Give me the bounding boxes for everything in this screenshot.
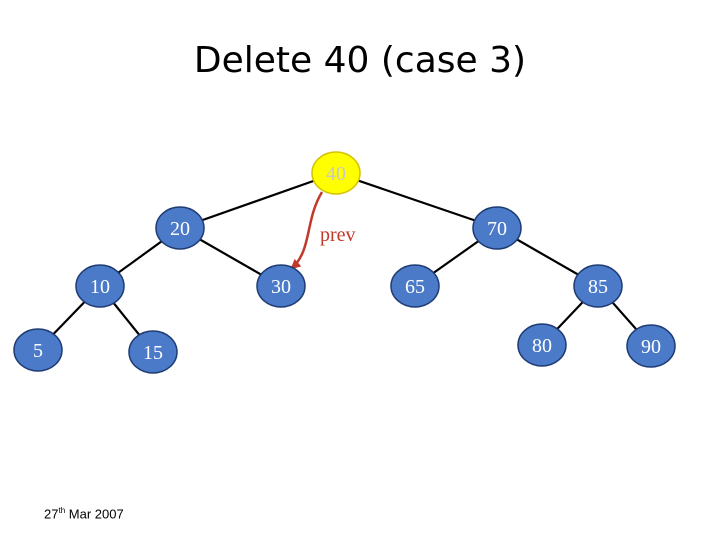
date-rest: Mar 2007 [68, 506, 124, 522]
tree-node-40: 40 [311, 151, 361, 195]
tree-node-5: 5 [13, 328, 63, 372]
prev-label: prev [320, 224, 356, 246]
node-label: 5 [33, 340, 43, 362]
node-label: 20 [170, 218, 190, 240]
tree-node-20: 20 [155, 206, 205, 250]
node-label: 10 [90, 276, 110, 298]
tree-node-65: 65 [390, 264, 440, 308]
node-circle [128, 330, 178, 374]
node-label: 70 [487, 218, 507, 240]
node-label: 15 [143, 342, 163, 364]
node-label: 30 [271, 276, 291, 298]
pointer-layer: prev [290, 191, 356, 270]
node-circle [573, 264, 623, 308]
node-circle [256, 264, 306, 308]
nodes-layer: 40 20 70 10 30 65 85 5 15 80 90 [13, 151, 676, 374]
tree-node-85: 85 [573, 264, 623, 308]
node-circle [75, 264, 125, 308]
tree-node-10: 10 [75, 264, 125, 308]
date-ordinal: th [58, 506, 66, 515]
node-circle [311, 151, 361, 195]
tree-node-70: 70 [472, 206, 522, 250]
node-circle [517, 323, 567, 367]
edge-40-20 [179, 171, 337, 230]
node-circle [155, 206, 205, 250]
date-day: 27 [44, 506, 59, 522]
slide-title: Delete 40 (case 3) [193, 40, 527, 81]
node-circle [472, 206, 522, 250]
edges-layer [37, 171, 652, 353]
prev-arrow [290, 191, 324, 270]
node-circle [390, 264, 440, 308]
edge-40-70 [335, 171, 498, 230]
node-label: 65 [405, 276, 425, 298]
node-label: 90 [641, 336, 661, 358]
tree-node-80: 80 [517, 323, 567, 367]
node-label: 40 [326, 163, 346, 185]
node-label: 80 [532, 335, 552, 357]
slide-date: 27th Mar 2007 [44, 506, 124, 521]
node-circle [13, 328, 63, 372]
tree-node-30: 30 [256, 264, 306, 308]
node-circle [626, 324, 676, 368]
node-label: 85 [588, 276, 608, 298]
tree-node-15: 15 [128, 330, 178, 374]
tree-node-90: 90 [626, 324, 676, 368]
